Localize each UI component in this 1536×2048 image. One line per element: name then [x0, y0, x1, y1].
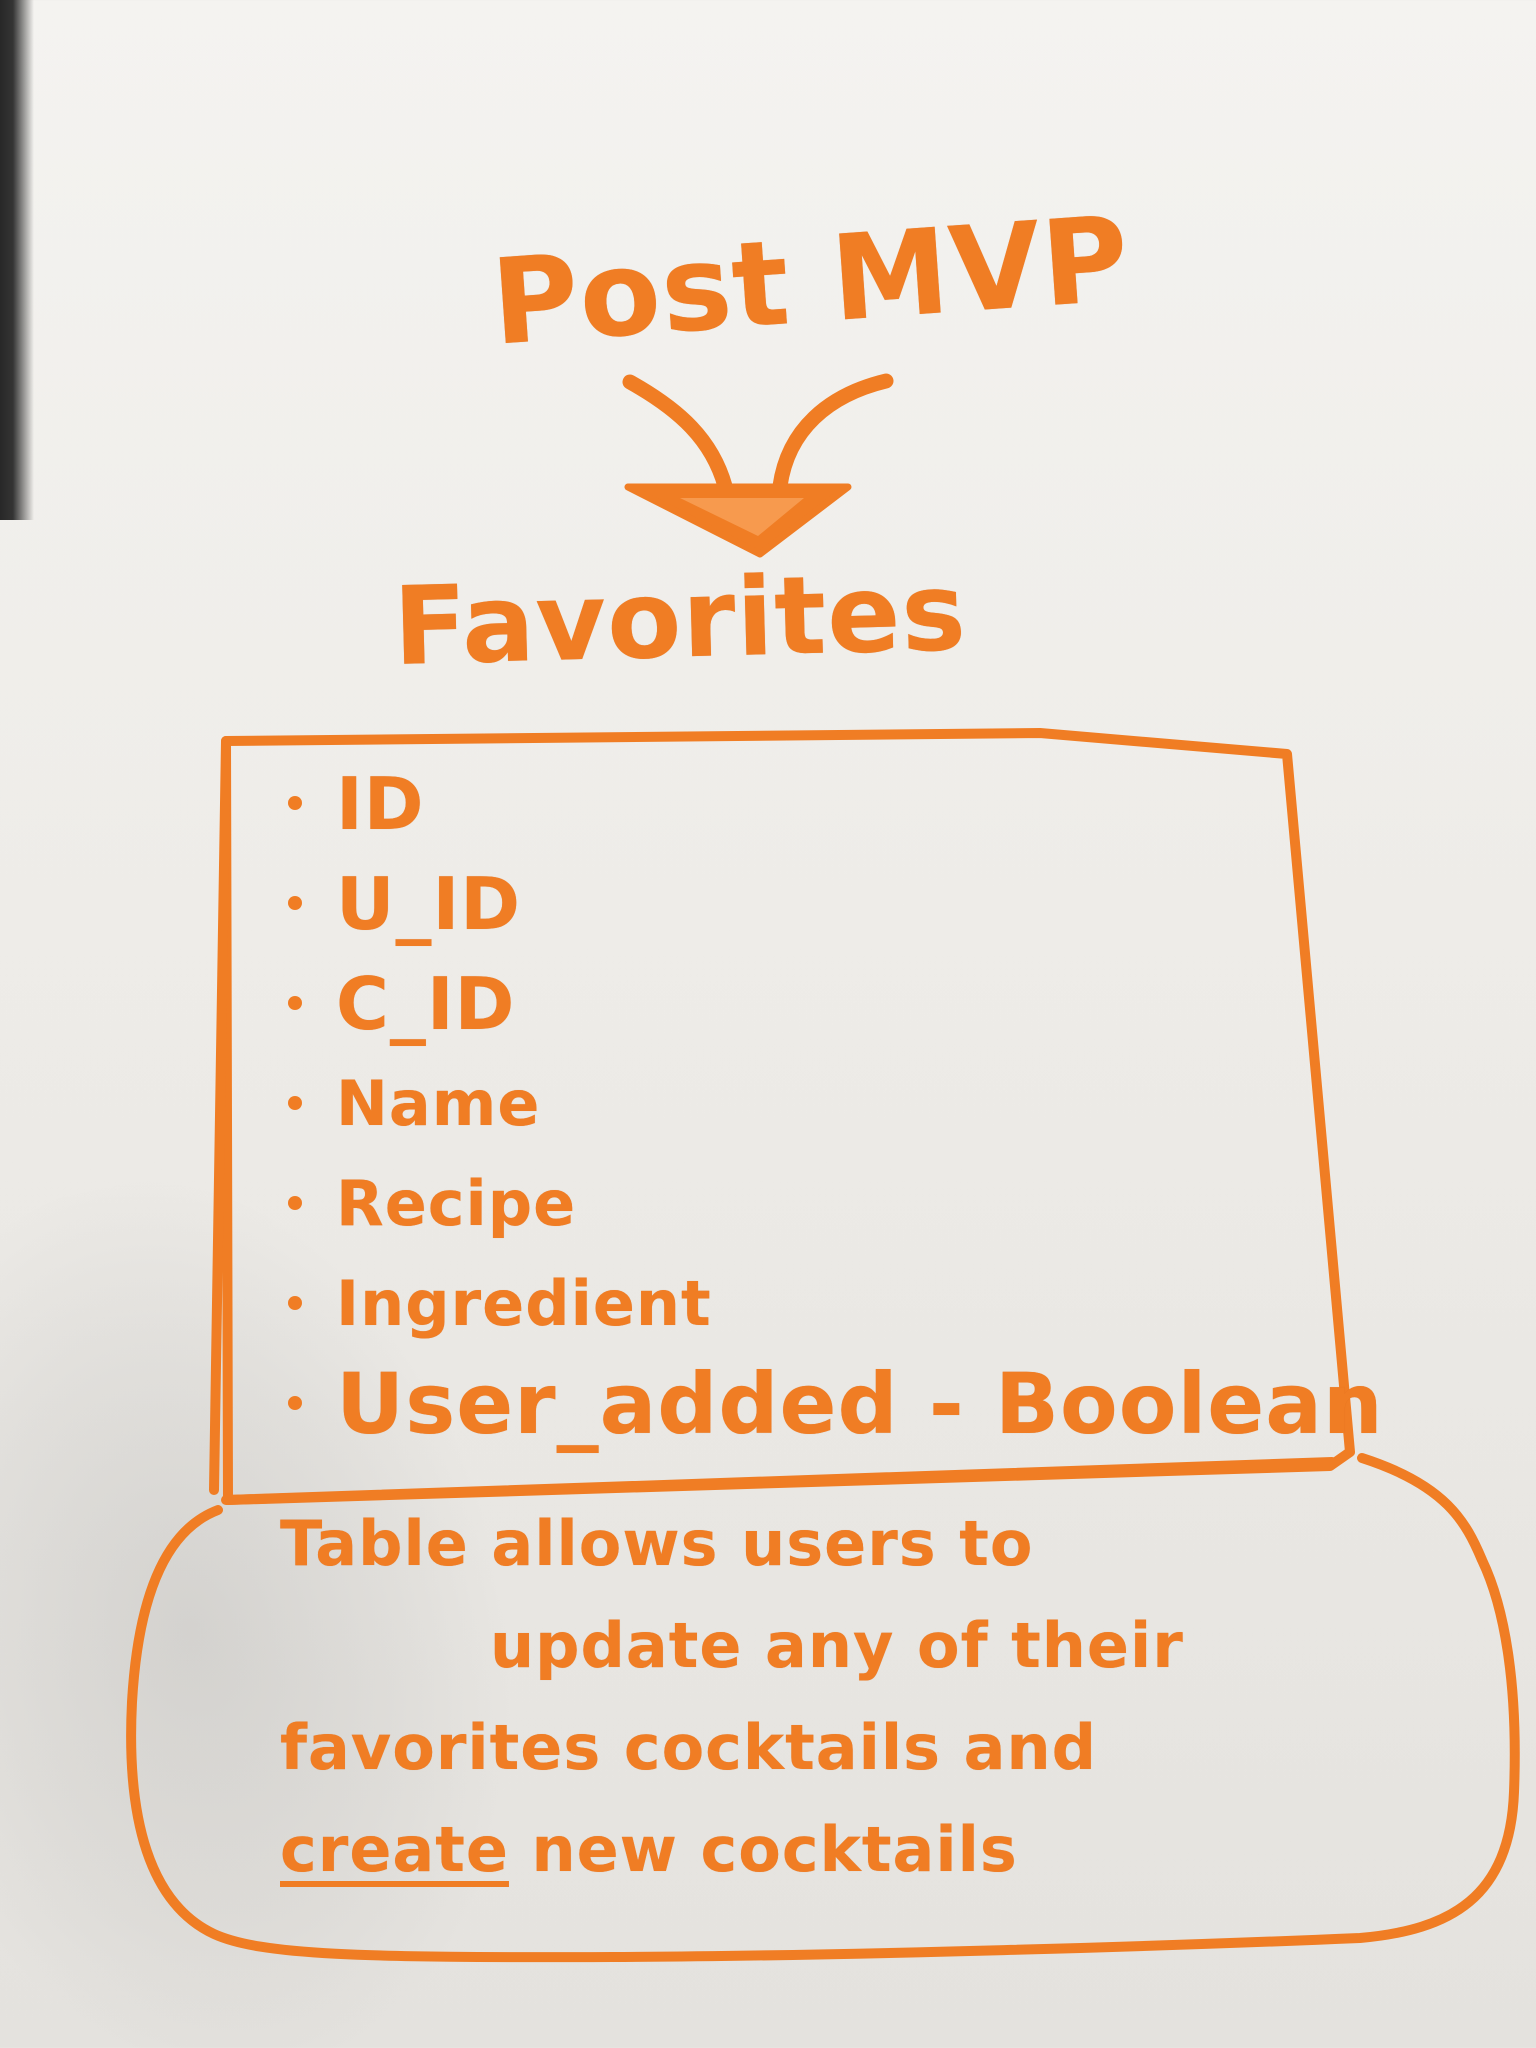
note-line-1: Table allows users to [280, 1507, 1034, 1580]
diagram-title: Post MVP [487, 189, 1134, 372]
table-title: Favorites [391, 549, 969, 690]
merge-arrowhead [624, 483, 852, 558]
bullet-icon [288, 996, 302, 1010]
note-line-4-rest: new cocktails [508, 1813, 1018, 1886]
note-line-3: favorites cocktails and [280, 1711, 1097, 1784]
field-label: ID [336, 762, 425, 846]
field-label: U_ID [336, 862, 522, 946]
create-word: create [280, 1813, 509, 1886]
field-label: Name [336, 1067, 541, 1140]
merge-arrowhead-highlight [680, 498, 804, 536]
bullet-icon [288, 1196, 302, 1210]
bullet-icon [288, 1296, 302, 1310]
field-item-name: Name [280, 1060, 1320, 1148]
field-label: Recipe [336, 1167, 577, 1240]
merge-arrow-right [772, 373, 894, 494]
field-item-u-id: U_ID [280, 860, 1320, 948]
field-label: Ingredient [336, 1267, 712, 1340]
note-line-2: update any of their [490, 1609, 1184, 1682]
field-item-id: ID [280, 760, 1320, 848]
field-item-ingredient: Ingredient [280, 1260, 1320, 1348]
field-list: ID U_ID C_ID Name Recipe Ingredient User… [280, 760, 1383, 1460]
bullet-icon [288, 1096, 302, 1110]
table-note: Table allows users to update any of thei… [280, 1493, 1360, 1901]
merge-arrow-left [622, 374, 733, 494]
note-line-4: create new cocktails [280, 1799, 1360, 1901]
field-label: User_added - Boolean [336, 1355, 1384, 1453]
board-edge [0, 0, 34, 520]
bullet-icon [288, 896, 302, 910]
field-item-c-id: C_ID [280, 960, 1320, 1048]
bullet-icon [288, 796, 302, 810]
field-label: C_ID [336, 962, 516, 1046]
bullet-icon [288, 1396, 302, 1410]
field-item-user-added: User_added - Boolean [280, 1360, 1383, 1448]
field-item-recipe: Recipe [280, 1160, 1320, 1248]
